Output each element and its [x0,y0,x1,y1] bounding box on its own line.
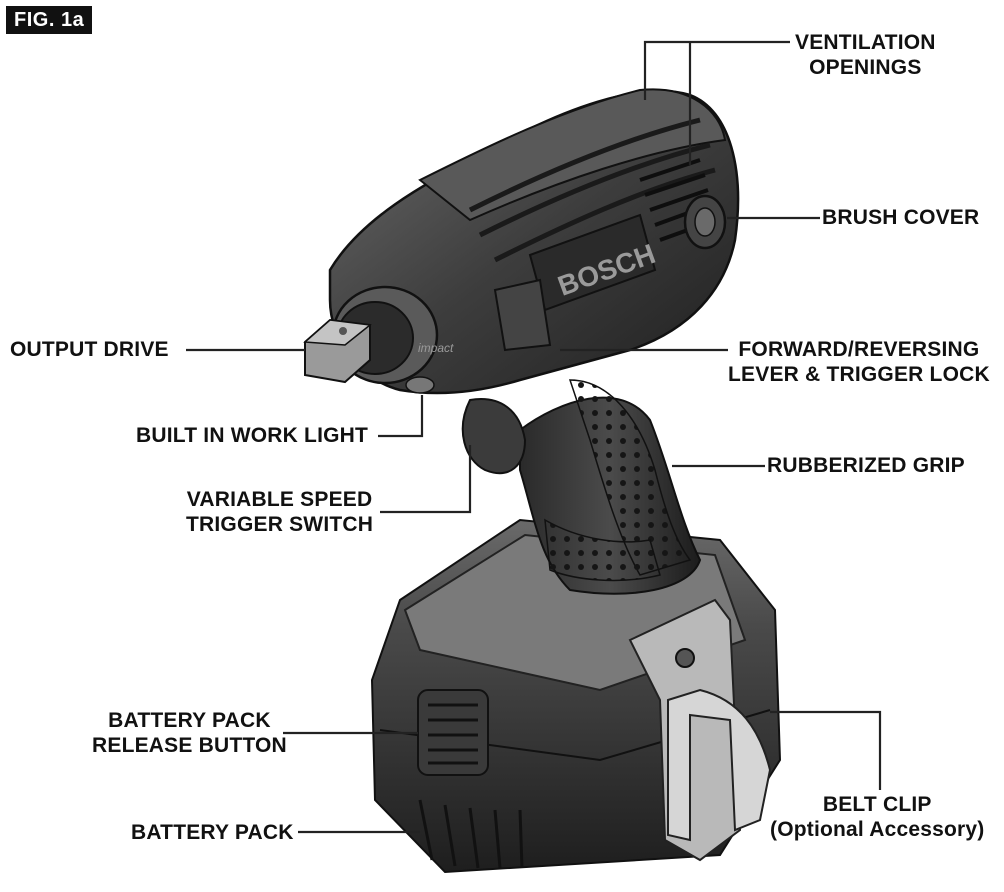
leader-lines [186,40,882,834]
callout-trigger-line2: TRIGGER SWITCH [186,513,374,536]
callout-battery-pack: BATTERY PACK [131,821,294,844]
belt-clip-shape [628,598,772,862]
callout-ventilation-openings: VENTILATION OPENINGS [795,30,936,80]
callout-trigger-line1: VARIABLE SPEED [186,488,373,511]
nose-marking: impact [418,341,454,355]
callout-ventilation-line1: VENTILATION [795,31,936,54]
callout-release-button: BATTERY PACK RELEASE BUTTON [92,708,287,758]
figure-label: FIG. 1a [6,6,93,34]
callout-release-line2: RELEASE BUTTON [92,734,287,757]
trigger-shape [461,398,527,475]
callout-work-light: BUILT IN WORK LIGHT [136,424,369,447]
grip-shape [519,379,702,595]
callout-forward-line2: LEVER & TRIGGER LOCK [728,363,990,386]
callout-belt-clip: BELT CLIP (Optional Accessory) [770,792,984,842]
output-drive-shape [303,318,372,384]
callout-forward-line1: FORWARD/REVERSING [738,338,980,361]
callout-forward-reversing: FORWARD/REVERSING LEVER & TRIGGER LOCK [728,337,990,387]
callout-ventilation-line2: OPENINGS [809,56,922,79]
head-housing-shape: BOSCH [328,88,740,395]
callout-brush-cover: BRUSH COVER [822,206,980,229]
callout-output-drive: OUTPUT DRIVE [10,338,169,361]
callout-belt-clip-line2: (Optional Accessory) [770,818,985,841]
callout-belt-clip-line1: BELT CLIP [822,793,932,816]
callout-rubberized-grip: RUBBERIZED GRIP [767,454,965,477]
release-button-shape [417,689,489,776]
callout-trigger-switch: VARIABLE SPEED TRIGGER SWITCH [186,487,373,537]
callout-release-line1: BATTERY PACK [108,709,271,732]
work-light-shape [405,376,435,394]
